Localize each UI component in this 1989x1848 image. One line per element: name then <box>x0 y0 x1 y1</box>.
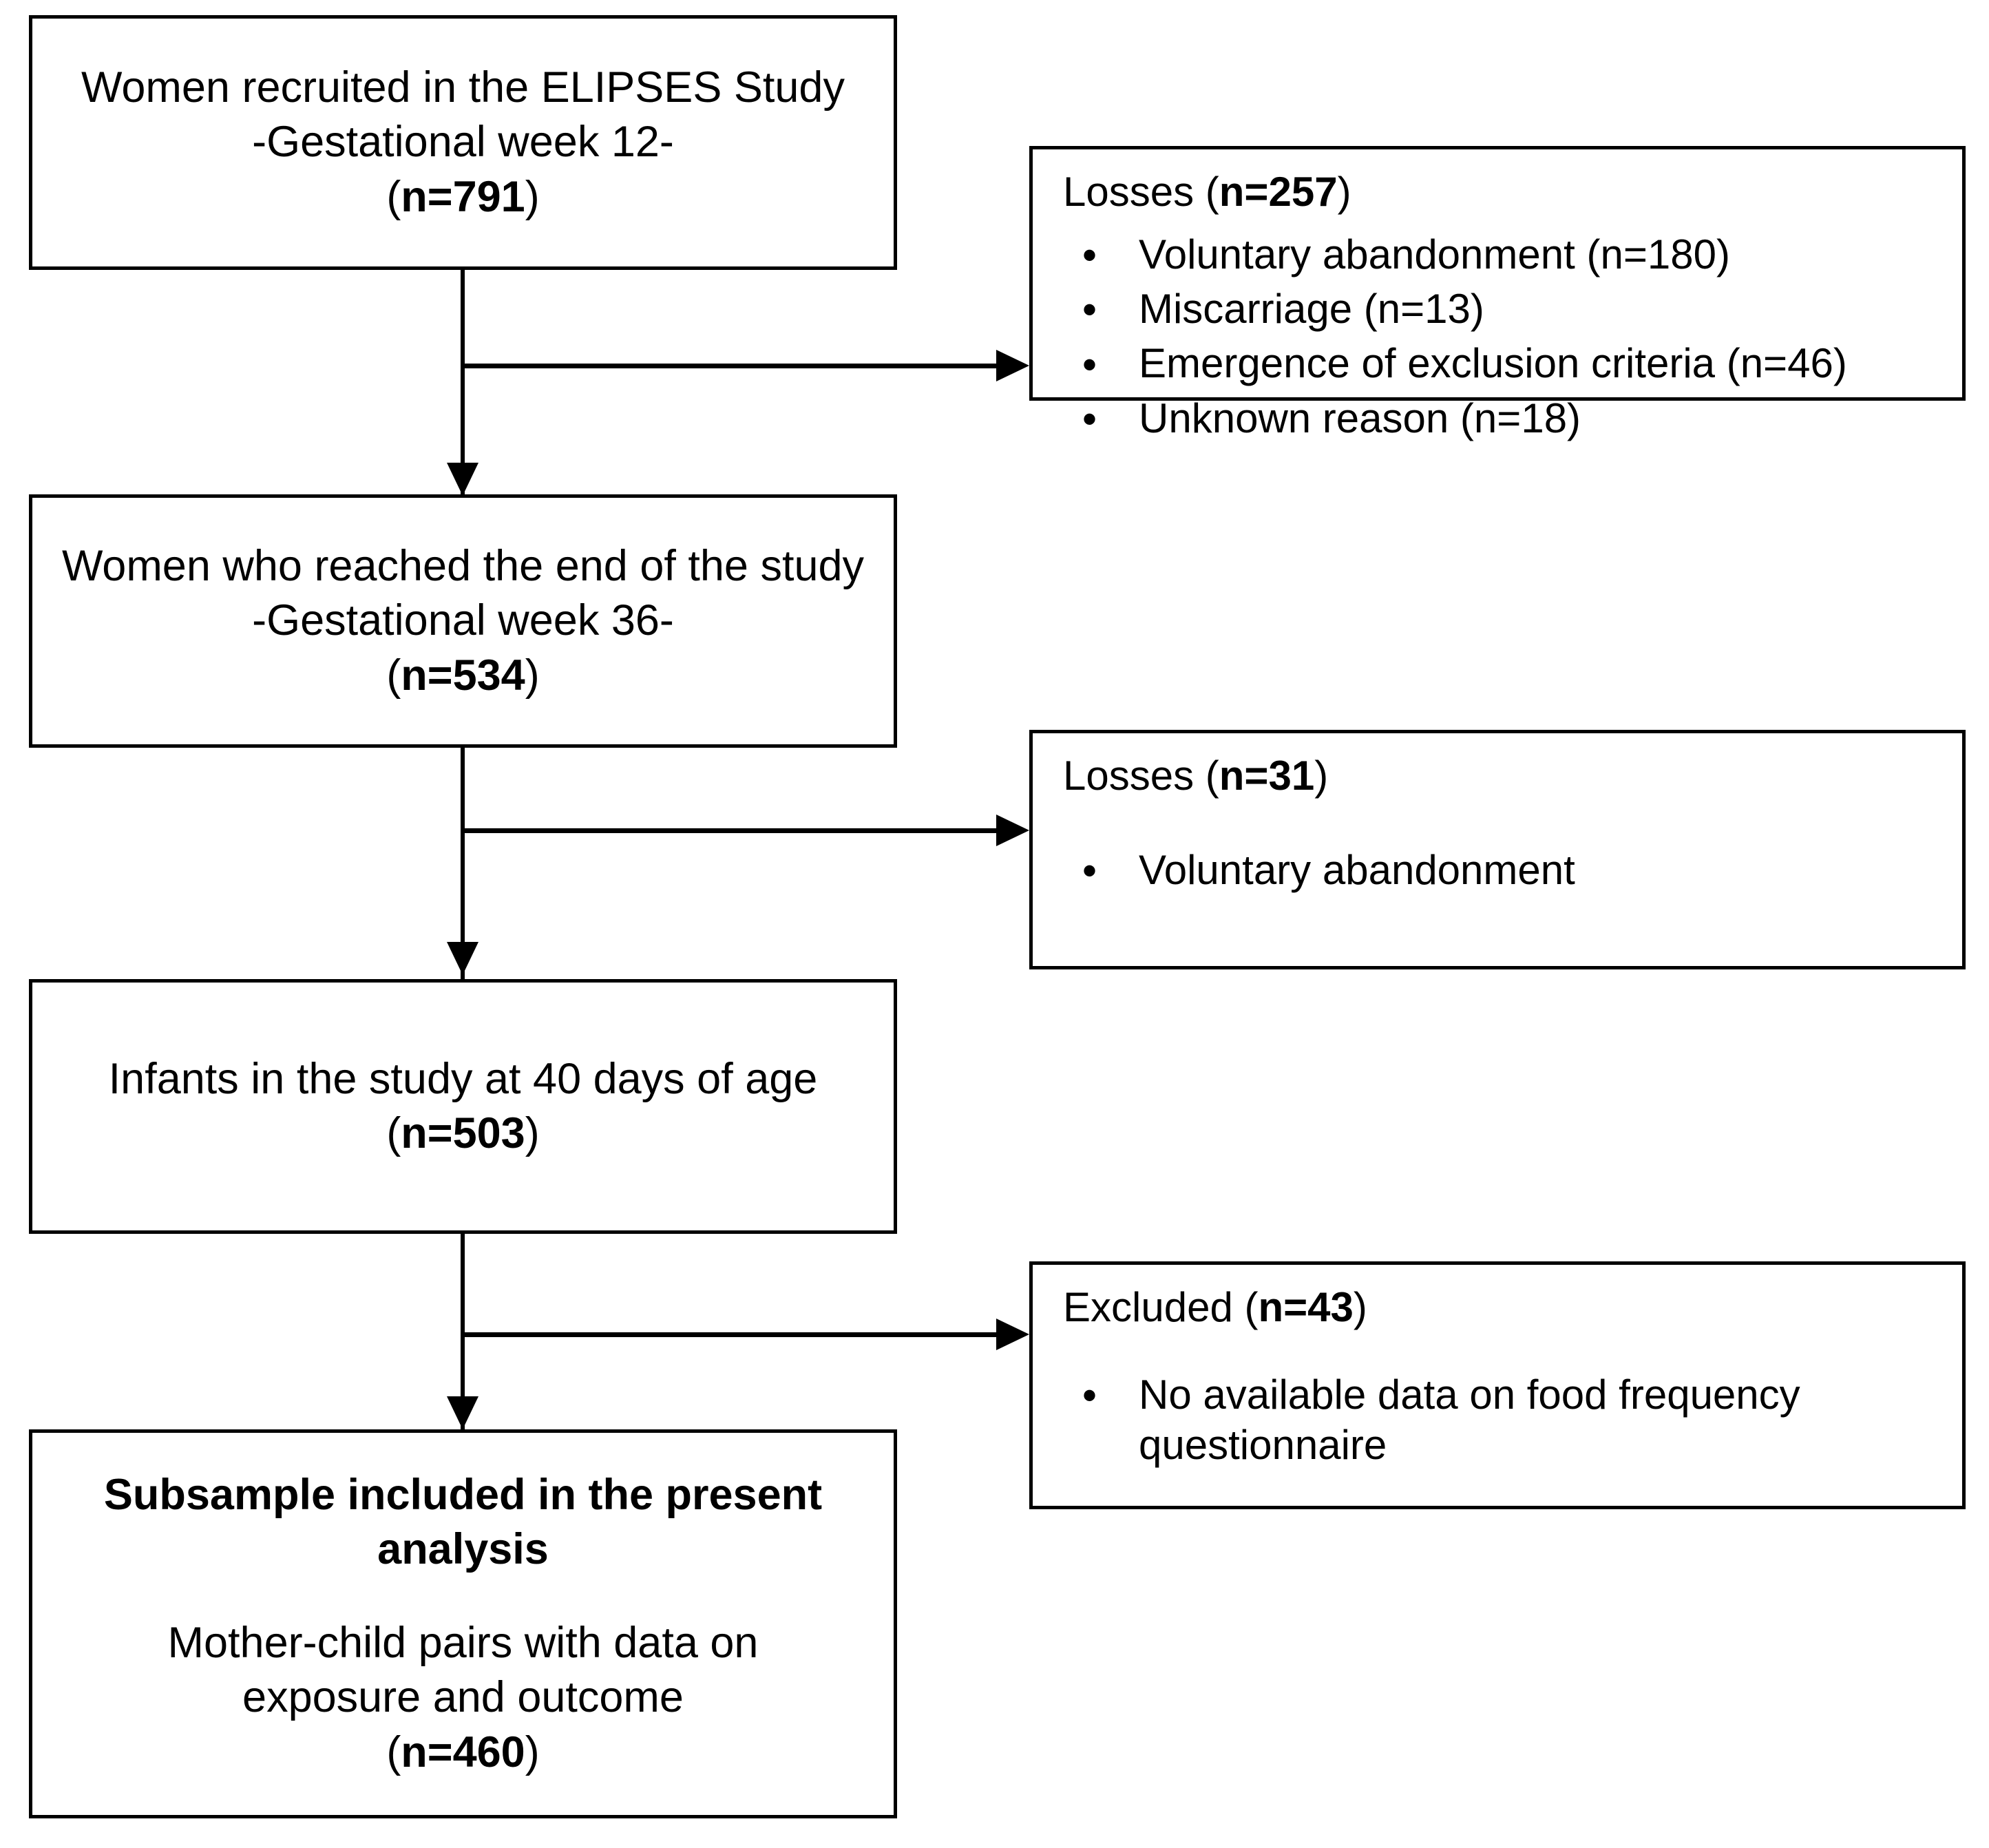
list-item-label: No available data on food frequency ques… <box>1139 1372 1800 1469</box>
node-line-primary: Mother-child pairs with data on exposure… <box>167 1618 759 1722</box>
node-excluded-43: Excluded (n=43) • No available data on fo… <box>1029 1261 1966 1509</box>
count-value: n=534 <box>401 651 525 700</box>
bullet-icon: • <box>1082 232 1097 279</box>
side-title-prefix: Losses ( <box>1063 753 1219 799</box>
arrow-down-2 <box>447 942 478 975</box>
node-line-primary: Women recruited in the ELIPSES Study <box>81 63 845 112</box>
side-box-list: • No available data on food frequency que… <box>1063 1365 1939 1474</box>
connector-horizontal-2 <box>465 828 1015 833</box>
side-box-list: • Voluntary abandonment (n=180) • Miscarri… <box>1063 225 1939 448</box>
arrow-right-3 <box>996 1319 1029 1350</box>
bullet-icon: • <box>1082 286 1097 333</box>
list-item: • Miscarriage (n=13) <box>1063 284 1939 334</box>
arrow-right-2 <box>996 815 1029 846</box>
side-title-suffix: ) <box>1314 753 1329 799</box>
node-line-primary: Infants in the study at 40 days of age <box>108 1054 818 1103</box>
side-box-list: • Voluntary abandonment <box>1063 841 1939 899</box>
list-item: • Voluntary abandonment (n=180) <box>1063 229 1939 280</box>
node-line-secondary: -Gestational week 12- <box>252 118 674 167</box>
node-infants-40-days: Infants in the study at 40 days of age (… <box>29 979 897 1234</box>
node-losses-257: Losses (n=257) • Voluntary abandonment (n… <box>1029 146 1966 442</box>
node-line-primary: Women who reached the end of the study <box>61 541 865 590</box>
node-heading: Subsample included in the present analys… <box>103 1471 823 1574</box>
list-item-label: Unknown reason (n=18) <box>1139 395 1581 441</box>
side-box-title: Losses (n=257) <box>1063 167 1939 217</box>
node-count: (n=503) <box>52 1106 874 1161</box>
node-subsample-included: Subsample included in the present analys… <box>29 1429 897 1818</box>
node-count: (n=534) <box>52 649 874 703</box>
side-box-title: Excluded (n=43) <box>1063 1283 1939 1332</box>
node-women-recruited: Women recruited in the ELIPSES Study -Ge… <box>29 15 897 270</box>
paren-close: ) <box>525 651 540 700</box>
side-title-value: n=31 <box>1219 753 1315 799</box>
list-item: • Voluntary abandonment <box>1063 845 1939 895</box>
side-title-suffix: ) <box>1337 169 1351 215</box>
list-item: • Unknown reason (n=18) <box>1063 393 1939 443</box>
bullet-icon: • <box>1082 341 1097 388</box>
connector-vertical-3 <box>461 1234 465 1434</box>
count-value: n=503 <box>401 1109 525 1157</box>
connector-horizontal-3 <box>465 1332 1015 1337</box>
list-item-label: Voluntary abandonment <box>1139 847 1575 893</box>
side-box-title: Losses (n=31) <box>1063 751 1939 801</box>
list-item-label: Miscarriage (n=13) <box>1139 286 1484 333</box>
count-value: n=460 <box>401 1728 525 1776</box>
bullet-icon: • <box>1082 395 1097 442</box>
node-count: (n=791) <box>52 170 874 224</box>
paren-open: ( <box>386 1109 401 1157</box>
list-item-label: Emergence of exclusion criteria (n=46) <box>1139 340 1847 387</box>
arrow-right-1 <box>996 350 1029 381</box>
arrow-down-3 <box>447 1396 478 1429</box>
node-count: (n=460) <box>74 1725 852 1780</box>
list-item: • No available data on food frequency que… <box>1063 1369 1939 1470</box>
list-item: • Emergence of exclusion criteria (n=46) <box>1063 338 1939 388</box>
side-title-value: n=43 <box>1258 1284 1354 1330</box>
node-line-secondary: -Gestational week 36- <box>252 596 674 645</box>
bullet-icon: • <box>1082 848 1097 894</box>
count-value: n=791 <box>401 172 525 221</box>
paren-open: ( <box>386 172 401 221</box>
side-title-prefix: Excluded ( <box>1063 1284 1259 1330</box>
connector-vertical-2 <box>461 748 465 979</box>
side-title-prefix: Losses ( <box>1063 169 1219 215</box>
side-title-suffix: ) <box>1353 1284 1367 1330</box>
list-item-label: Voluntary abandonment (n=180) <box>1139 231 1730 277</box>
side-title-value: n=257 <box>1219 169 1338 215</box>
paren-close: ) <box>525 1728 540 1776</box>
arrow-down-1 <box>447 463 478 496</box>
paren-close: ) <box>525 1109 540 1157</box>
paren-open: ( <box>386 1728 401 1776</box>
connector-horizontal-1 <box>465 364 1015 368</box>
node-losses-31: Losses (n=31) • Voluntary abandonment <box>1029 730 1966 969</box>
paren-close: ) <box>525 172 540 221</box>
node-women-reached-end: Women who reached the end of the study -… <box>29 494 897 748</box>
connector-vertical-1 <box>461 270 465 500</box>
bullet-icon: • <box>1082 1372 1097 1419</box>
paren-open: ( <box>386 651 401 700</box>
